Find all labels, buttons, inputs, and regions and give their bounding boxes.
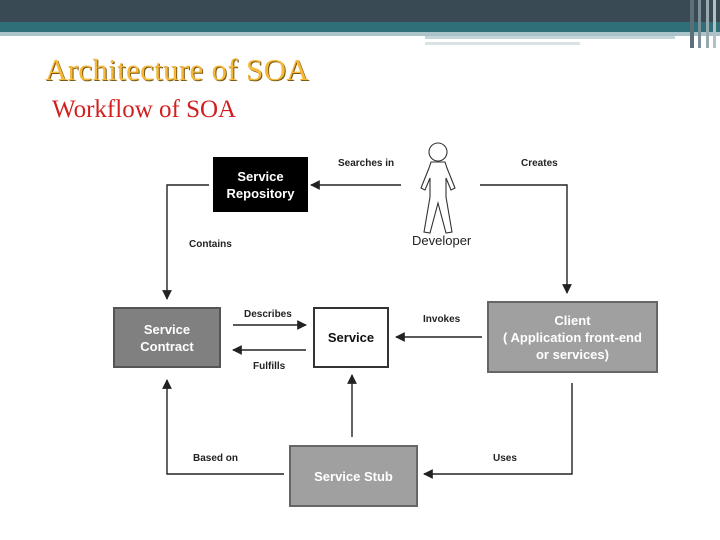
- service-repository-label: Service Repository: [226, 168, 295, 201]
- client-node: Client ( Application front-end or servic…: [487, 301, 658, 373]
- edge-label-contains: Contains: [189, 239, 232, 250]
- edge-label-fulfills: Fulfills: [253, 361, 286, 372]
- client-label: Client ( Application front-end or servic…: [503, 312, 642, 362]
- edge-label-creates: Creates: [521, 158, 558, 169]
- edge-label-describes: Describes: [244, 309, 292, 320]
- service-repository-node: Service Repository: [213, 157, 308, 212]
- edge-label-uses: Uses: [493, 453, 517, 464]
- slide-title: Architecture of SOA: [45, 52, 309, 87]
- developer-label: Developer: [412, 233, 472, 248]
- edge-based-on: [162, 379, 284, 475]
- service-contract-label: Service Contract: [140, 321, 194, 354]
- stick-figure-icon: [420, 142, 456, 234]
- service-contract-node: Service Contract: [113, 307, 221, 368]
- service-label: Service: [327, 330, 375, 345]
- edge-creates: [480, 184, 572, 294]
- edge-label-searches-in: Searches in: [338, 158, 395, 169]
- service-stub-node: Service Stub: [289, 445, 418, 507]
- service-node: Service: [313, 307, 389, 368]
- service-stub-label: Service Stub: [314, 468, 393, 484]
- edge-contains: [162, 184, 209, 300]
- slide-subtitle: Workflow of SOA: [52, 96, 237, 123]
- edge-uses: [423, 383, 573, 479]
- edge-label-based-on: Based on: [193, 453, 239, 464]
- edge-label-invokes: Invokes: [423, 314, 461, 325]
- slide-top-bar: [0, 0, 720, 48]
